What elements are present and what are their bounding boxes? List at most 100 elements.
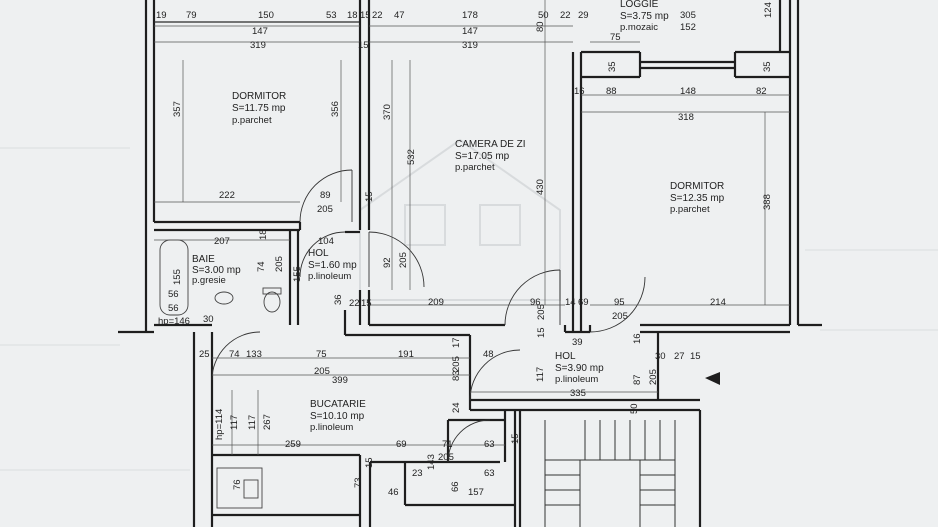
dim-v: 430 bbox=[535, 179, 546, 195]
dim-h: 27 bbox=[674, 351, 685, 362]
dim-h: hp=146 bbox=[158, 316, 190, 327]
svg-text:S=1.60 mp: S=1.60 mp bbox=[308, 260, 357, 271]
dim-h: 259 bbox=[285, 439, 301, 450]
dim-v: 205 bbox=[451, 356, 462, 372]
doors bbox=[211, 169, 646, 463]
dim-h: 191 bbox=[398, 349, 414, 360]
dim-h: 96 bbox=[530, 297, 541, 308]
dim-h: 15 bbox=[690, 351, 701, 362]
dimension-labels-vertical: 124 80 35 35 357 356 370 532 430 388 15 … bbox=[172, 2, 774, 492]
dim-h: 79 bbox=[186, 10, 197, 21]
dim-h: 50 bbox=[538, 10, 549, 21]
dim-h: 82 bbox=[756, 86, 767, 97]
svg-text:BAIE: BAIE bbox=[192, 254, 215, 265]
dim-v: 155 bbox=[172, 269, 183, 285]
dim-h: 46 bbox=[388, 487, 399, 498]
dim-v: 357 bbox=[172, 101, 183, 117]
svg-text:HOL: HOL bbox=[308, 248, 329, 259]
background-grid bbox=[0, 147, 938, 471]
dim-v: 155 bbox=[292, 266, 303, 282]
dim-h: 15 bbox=[361, 298, 372, 309]
dim-v: 15 bbox=[536, 327, 547, 338]
dim-h: 207 bbox=[214, 236, 230, 247]
dim-v: 117 bbox=[247, 415, 258, 430]
svg-text:p.parchet: p.parchet bbox=[455, 162, 495, 173]
dim-h: 14 bbox=[565, 297, 576, 308]
dim-h: 56 bbox=[168, 289, 179, 300]
dim-v: 356 bbox=[330, 101, 341, 117]
dim-v: 92 bbox=[382, 257, 393, 268]
dim-v: 205 bbox=[536, 304, 547, 320]
dim-h: 75 bbox=[610, 32, 621, 43]
dim-v: 15 bbox=[364, 191, 375, 202]
dim-h: 71 bbox=[442, 439, 453, 450]
dim-v: 87 bbox=[632, 374, 643, 385]
dim-h: 205 bbox=[317, 204, 333, 215]
dim-h: 147 bbox=[252, 26, 268, 37]
svg-text:p.linoleum: p.linoleum bbox=[308, 271, 351, 282]
dim-v: 24 bbox=[451, 402, 462, 413]
dim-h: 30 bbox=[203, 314, 214, 325]
dim-v: 73 bbox=[353, 477, 364, 488]
dim-v: 388 bbox=[762, 194, 773, 210]
dim-v: 15 bbox=[510, 433, 521, 444]
dim-v: 205 bbox=[398, 252, 409, 268]
svg-text:DORMITOR: DORMITOR bbox=[670, 181, 724, 192]
dim-h: 39 bbox=[572, 337, 583, 348]
room-loggia-label: LOGGIE S=3.75 mp p.mozaic bbox=[620, 0, 669, 33]
svg-text:BUCATARIE: BUCATARIE bbox=[310, 399, 366, 410]
svg-text:S=10.10 mp: S=10.10 mp bbox=[310, 411, 365, 422]
dim-h: 47 bbox=[394, 10, 405, 21]
svg-text:S=17.05 mp: S=17.05 mp bbox=[455, 151, 510, 162]
dim-h: 305 bbox=[680, 10, 696, 21]
dim-v: 117 bbox=[229, 415, 240, 430]
dim-h: 89 bbox=[320, 190, 331, 201]
kitchen-fixtures bbox=[216, 467, 263, 509]
svg-text:p.parchet: p.parchet bbox=[670, 204, 710, 215]
dim-h: 56 bbox=[168, 303, 179, 314]
dim-h: 319 bbox=[250, 40, 266, 51]
dim-h: 205 bbox=[314, 366, 330, 377]
svg-text:S=12.35 mp: S=12.35 mp bbox=[670, 193, 725, 204]
dim-h: 319 bbox=[462, 40, 478, 51]
dim-h: 30 bbox=[655, 351, 666, 362]
svg-text:CAMERA DE ZI: CAMERA DE ZI bbox=[455, 139, 526, 150]
dim-h: 29 bbox=[578, 10, 589, 21]
dim-v: 16 bbox=[632, 333, 643, 344]
dim-v: hp=114 bbox=[214, 409, 225, 440]
dim-v: 35 bbox=[762, 61, 773, 72]
svg-text:S=3.75 mp: S=3.75 mp bbox=[620, 11, 669, 22]
dim-v: 17 bbox=[451, 337, 462, 348]
dimension-labels-horizontal: 19 79 150 53 18 15 22 47 178 50 22 29 30… bbox=[156, 10, 767, 498]
dim-h: 335 bbox=[570, 388, 586, 399]
dim-v: 124 bbox=[763, 2, 774, 18]
dim-v: 66 bbox=[450, 481, 461, 492]
dim-v: 370 bbox=[382, 104, 393, 120]
svg-text:DORMITOR: DORMITOR bbox=[232, 91, 286, 102]
dim-h: 104 bbox=[318, 236, 334, 247]
room-dormitor2-label: DORMITOR S=12.35 mp p.parchet bbox=[670, 181, 725, 215]
room-hol2-label: HOL S=3.90 mp p.linoleum bbox=[555, 351, 604, 385]
svg-text:S=11.75 mp: S=11.75 mp bbox=[232, 103, 286, 114]
svg-text:p.parchet: p.parchet bbox=[232, 115, 272, 126]
dim-h: 150 bbox=[258, 10, 274, 21]
walls bbox=[118, 0, 822, 527]
dim-h: 63 bbox=[484, 468, 495, 479]
dim-h: 318 bbox=[678, 112, 694, 123]
dim-h: 48 bbox=[483, 349, 494, 360]
dim-h: 22 bbox=[349, 298, 360, 309]
dim-v: 36 bbox=[333, 294, 344, 305]
svg-text:S=3.90 mp: S=3.90 mp bbox=[555, 363, 604, 374]
dim-h: 205 bbox=[438, 452, 454, 463]
svg-text:S=3.00 mp: S=3.00 mp bbox=[192, 265, 241, 276]
dim-h: 15 bbox=[358, 40, 369, 51]
dim-h: 18 bbox=[347, 10, 358, 21]
svg-text:p.mozaic: p.mozaic bbox=[620, 22, 658, 33]
dim-h: 53 bbox=[326, 10, 337, 21]
dim-h: 133 bbox=[246, 349, 262, 360]
arrow-icon bbox=[705, 372, 720, 385]
dim-h: 147 bbox=[462, 26, 478, 37]
dim-h: 157 bbox=[468, 487, 484, 498]
watermark-logo bbox=[359, 138, 561, 301]
